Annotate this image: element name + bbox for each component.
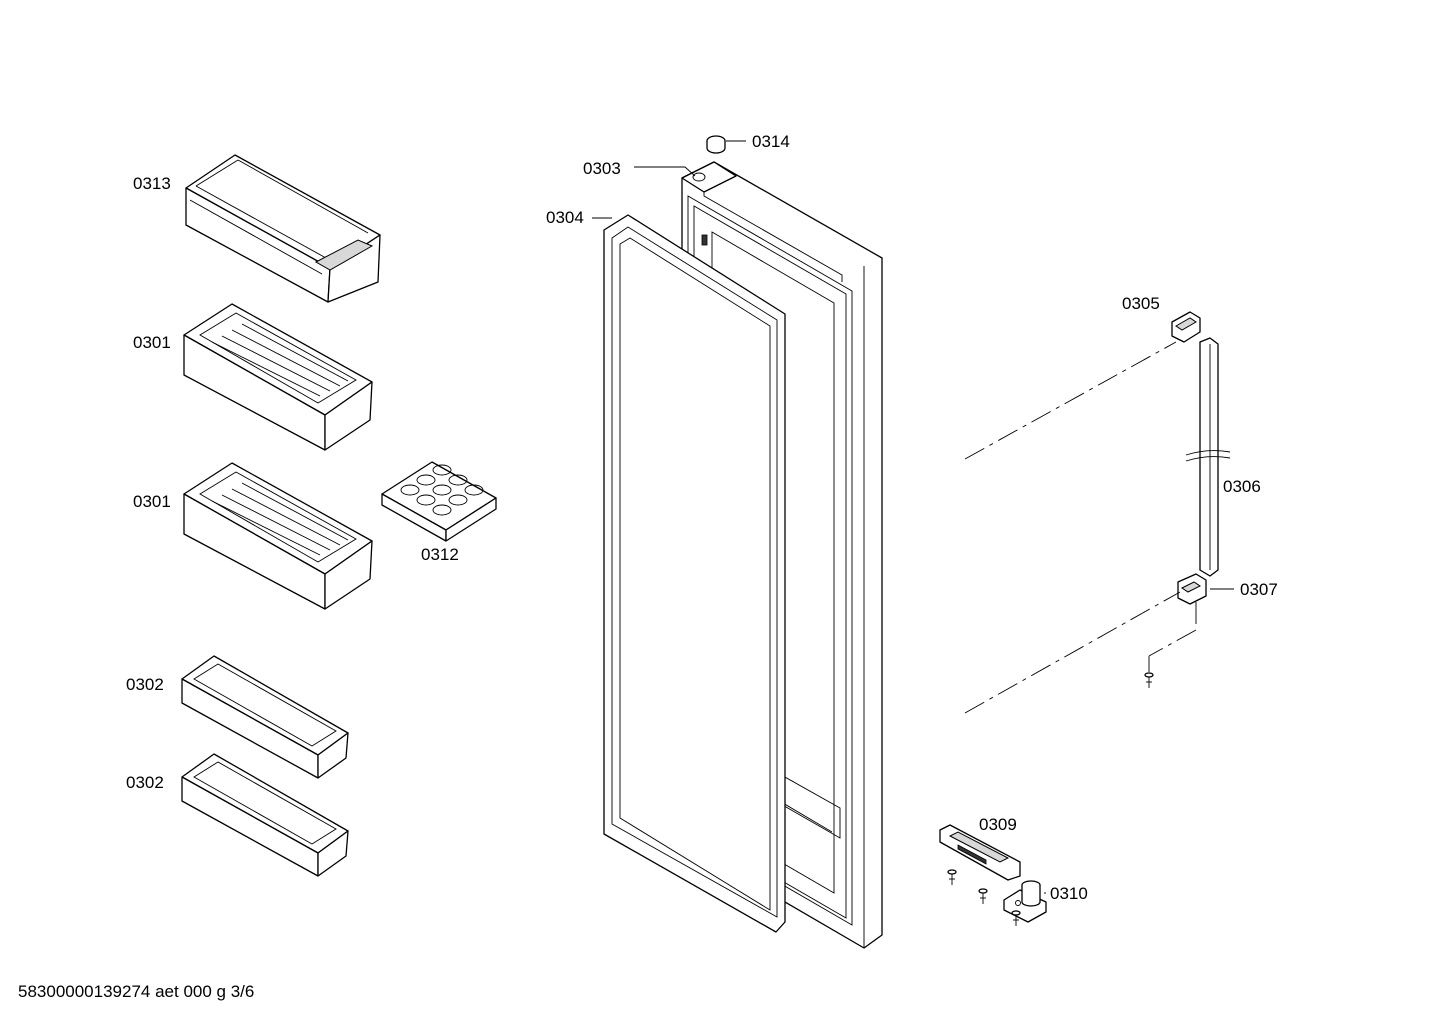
- part-screws: [947, 672, 1154, 926]
- assembly-lines: [964, 341, 1197, 714]
- label-0303: 0303: [583, 159, 621, 178]
- part-0307-hinge-cover-bottom: [1177, 573, 1207, 605]
- part-0302-bottle-shelf-b: [181, 753, 349, 877]
- label-0306: 0306: [1223, 477, 1261, 496]
- label-0310: 0310: [1050, 884, 1088, 903]
- label-0313: 0313: [133, 174, 171, 193]
- label-0307: 0307: [1240, 580, 1278, 599]
- screw-0309-a: [947, 869, 957, 885]
- label-0301-a: 0301: [133, 333, 171, 352]
- part-0314-hinge-cap: [706, 135, 726, 154]
- part-0302-bottle-shelf-a: [181, 655, 349, 779]
- part-0309-hinge-bracket: [939, 824, 1021, 881]
- screw-0310: [1011, 910, 1021, 926]
- part-0310-hinge-pin: [1003, 880, 1047, 923]
- label-0302-a: 0302: [126, 675, 164, 694]
- label-0301-b: 0301: [133, 492, 171, 511]
- part-0301-door-shelf-a: [183, 303, 373, 451]
- part-0301-door-shelf-b: [183, 462, 373, 610]
- part-0313-dairy-compartment: [185, 154, 381, 303]
- part-0312-egg-tray: [381, 461, 497, 542]
- screw-0309-b: [978, 888, 988, 904]
- part-0304-door-gasket: [603, 214, 786, 933]
- label-0314: 0314: [752, 132, 790, 151]
- part-0305-hinge-cover-top: [1171, 311, 1201, 343]
- label-0302-b: 0302: [126, 773, 164, 792]
- screw-0307: [1144, 672, 1154, 688]
- label-0309: 0309: [979, 815, 1017, 834]
- leader-lines: [592, 140, 1234, 894]
- label-0304: 0304: [546, 208, 584, 227]
- drawing-reference: 58300000139274 aet 000 g 3/6: [18, 982, 255, 1001]
- label-0305: 0305: [1122, 294, 1160, 313]
- part-0306-door-strip: [1185, 337, 1231, 577]
- label-0312: 0312: [421, 545, 459, 564]
